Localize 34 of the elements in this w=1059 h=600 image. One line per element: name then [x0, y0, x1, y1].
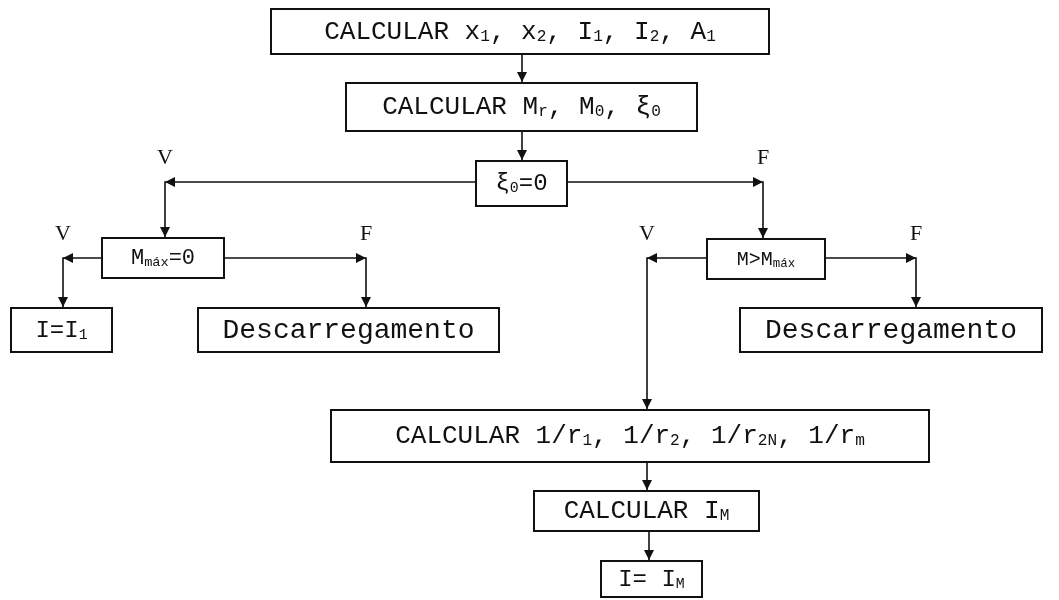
arrow [224, 253, 371, 308]
process-box [197, 307, 500, 353]
arrow [642, 462, 652, 491]
process-box [101, 237, 225, 279]
edge-label: F [909, 220, 923, 246]
arrow [517, 131, 527, 161]
box-text: CALCULAR 1/r$_{1}$, 1/r$_{2}$, 1/r$_{2N}$, 1/r$_{m}$ [395, 421, 865, 451]
process-box [270, 8, 770, 55]
box-text: Descarregamento [764, 314, 1017, 346]
box-text: CALCULAR M$_{r}$, M$_{0}$, ξ$_{0}$ [382, 92, 661, 122]
arrow [567, 177, 768, 239]
edge-label: V [55, 220, 71, 246]
edge-label: V [157, 144, 173, 170]
process-box [706, 238, 826, 280]
process-box [10, 307, 113, 353]
edge-label: V [639, 220, 655, 246]
arrow [825, 253, 921, 308]
process-box [345, 82, 698, 132]
box-text: Descarregamento [222, 314, 475, 346]
process-box [739, 307, 1043, 353]
arrow [160, 177, 476, 238]
box-text: M>M$_{máx}$ [736, 247, 796, 271]
process-box [330, 409, 930, 463]
process-box [600, 560, 703, 598]
edge-label: F [359, 220, 373, 246]
arrow [58, 253, 102, 308]
arrow [642, 253, 707, 410]
arrow [644, 531, 654, 561]
box-text: CALCULAR I$_{M}$ [563, 496, 730, 526]
edge-label: F [756, 144, 770, 170]
process-box [475, 160, 568, 207]
box-text: CALCULAR x$_{1}$, x$_{2}$, I$_{1}$, I$_{2}$, A$_{1}$ [324, 16, 716, 47]
process-box [533, 490, 760, 532]
arrow [517, 54, 527, 83]
